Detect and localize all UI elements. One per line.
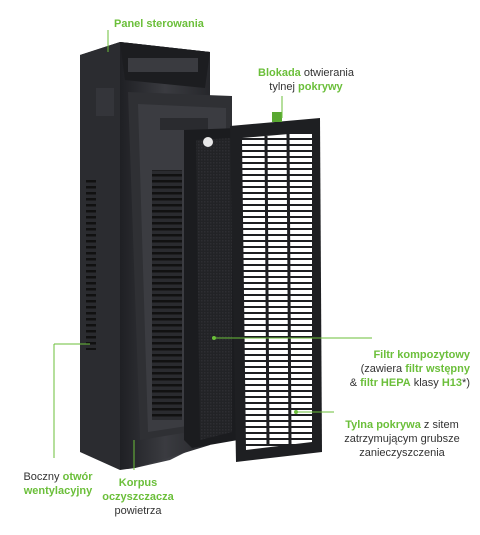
leader-lines — [53, 30, 372, 470]
label-side-vent: Boczny otwór wentylacyjny — [23, 471, 93, 497]
label-composite-filter: Filtr kompozytowy (zawiera filtr wstępny… — [349, 349, 470, 389]
composite-filter — [184, 128, 238, 448]
label-purifier-body: Korpus oczyszczacza powietrza — [102, 477, 174, 517]
label-control-panel: Panel sterowania — [114, 18, 204, 30]
back-cover — [230, 112, 322, 462]
label-back-cover: Tylna pokrywa z sitem zatrzymującym grub… — [344, 419, 460, 459]
label-cover-lock: Blokada otwierania tylnej pokrywy — [258, 67, 354, 93]
